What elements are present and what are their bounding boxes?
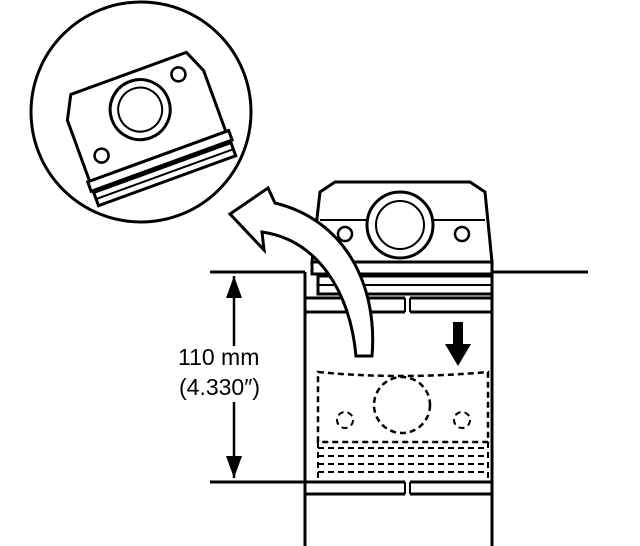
piston-ring-top <box>303 296 494 314</box>
callout-arrow <box>227 185 375 358</box>
dimension-line <box>210 276 305 484</box>
piston-dashed-position <box>316 370 490 478</box>
piston-ring-measured <box>303 480 494 496</box>
push-down-arrow <box>445 322 471 366</box>
dimension-metric-label: 110 mm <box>178 344 259 370</box>
detail-magnifier <box>29 0 253 224</box>
dimension-imperial-label: (4.330″) <box>179 374 260 400</box>
piston-top-position <box>310 180 494 296</box>
cylinder-bore <box>210 270 588 546</box>
